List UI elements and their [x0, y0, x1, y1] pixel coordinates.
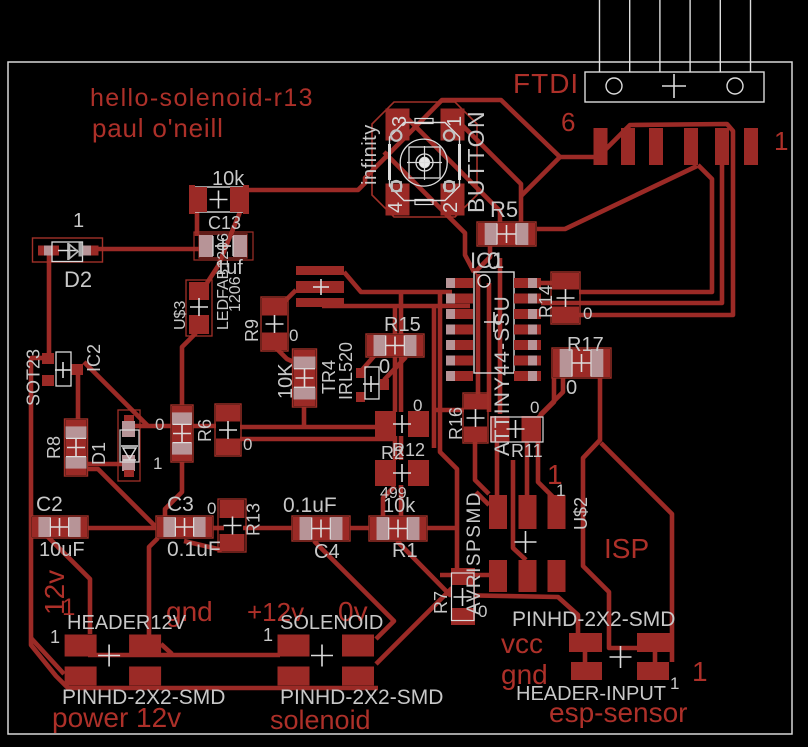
svg-text:paul o'neill: paul o'neill	[92, 113, 224, 143]
svg-text:R15: R15	[384, 314, 421, 336]
svg-text:0.1uF: 0.1uF	[167, 538, 221, 561]
svg-text:1: 1	[153, 454, 162, 473]
svg-text:2: 2	[440, 202, 462, 213]
svg-text:SOT23: SOT23	[24, 349, 44, 406]
svg-text:BUTTON: BUTTON	[463, 110, 489, 213]
svg-text:C4: C4	[314, 541, 340, 563]
svg-text:FTDI: FTDI	[513, 68, 579, 99]
svg-text:10k: 10k	[383, 495, 416, 517]
svg-text:1: 1	[50, 627, 60, 647]
svg-text:SOLENOID: SOLENOID	[280, 612, 383, 634]
svg-text:TR4: TR4	[319, 360, 339, 394]
svg-text:R9: R9	[242, 319, 262, 342]
svg-text:1: 1	[444, 116, 466, 127]
svg-text:0: 0	[155, 415, 164, 434]
svg-text:0v: 0v	[338, 596, 368, 627]
svg-text:R16: R16	[446, 407, 466, 440]
svg-text:R13: R13	[244, 503, 264, 536]
svg-text:R2: R2	[381, 443, 404, 463]
svg-text:0: 0	[413, 396, 422, 415]
svg-text:4: 4	[385, 202, 407, 213]
svg-text:0: 0	[566, 377, 577, 399]
svg-text:1: 1	[263, 625, 273, 645]
svg-text:0: 0	[487, 248, 500, 275]
svg-text:PINHD-2X2-SMD: PINHD-2X2-SMD	[62, 686, 225, 709]
svg-text:1206: 1206	[227, 276, 244, 312]
svg-text:R12: R12	[392, 440, 425, 460]
svg-text:1: 1	[774, 126, 788, 156]
svg-text:10k: 10k	[212, 168, 245, 190]
svg-text:1uf: 1uf	[215, 257, 243, 279]
svg-text:1: 1	[73, 210, 84, 232]
svg-text:0: 0	[379, 356, 390, 378]
svg-text:1: 1	[62, 594, 75, 621]
svg-text:10uF: 10uF	[39, 539, 85, 561]
svg-text:6: 6	[561, 107, 575, 137]
svg-text:12v: 12v	[39, 570, 70, 615]
svg-text:10K: 10K	[275, 363, 297, 399]
svg-text:AVRISPSMD: AVRISPSMD	[464, 491, 485, 615]
svg-text:3: 3	[389, 116, 411, 127]
svg-text:C2: C2	[36, 493, 63, 516]
svg-text:HEADER12V: HEADER12V	[67, 612, 187, 634]
svg-text:1: 1	[670, 674, 679, 693]
svg-text:1: 1	[547, 459, 563, 490]
svg-text:D2: D2	[64, 267, 92, 292]
svg-text:D1: D1	[89, 442, 109, 465]
svg-text:R8: R8	[44, 436, 64, 459]
svg-text:vcc: vcc	[501, 628, 543, 659]
svg-text:HEADER-INPUT: HEADER-INPUT	[516, 683, 666, 705]
svg-text:IC1: IC1	[470, 248, 504, 273]
svg-text:LEDFAB1206: LEDFAB1206	[215, 233, 232, 330]
svg-text:0: 0	[478, 602, 487, 621]
svg-text:IRL520: IRL520	[336, 342, 356, 400]
svg-text:0.1uF: 0.1uF	[283, 494, 337, 517]
svg-text:0: 0	[207, 499, 216, 518]
svg-text:ISP: ISP	[604, 533, 649, 564]
svg-text:gnd: gnd	[166, 596, 213, 627]
svg-text:R7: R7	[431, 591, 451, 614]
svg-text:U$2: U$2	[571, 497, 591, 530]
svg-text:1: 1	[692, 656, 708, 687]
svg-text:+12v: +12v	[247, 597, 304, 627]
svg-text:PINHD-2X2-SMD: PINHD-2X2-SMD	[512, 608, 675, 631]
svg-text:gnd: gnd	[501, 659, 548, 690]
svg-text:0: 0	[243, 435, 252, 454]
svg-text:R17: R17	[567, 334, 604, 356]
svg-text:U$3: U$3	[172, 301, 189, 330]
svg-text:power 12v: power 12v	[52, 702, 181, 733]
svg-text:IC2: IC2	[84, 344, 104, 372]
svg-text:PINHD-2X2-SMD: PINHD-2X2-SMD	[280, 686, 443, 709]
svg-text:0: 0	[289, 326, 298, 345]
svg-text:0: 0	[583, 304, 592, 323]
svg-text:R11: R11	[511, 441, 543, 461]
svg-text:R1: R1	[392, 540, 418, 562]
svg-text:solenoid: solenoid	[270, 705, 371, 735]
svg-text:R6: R6	[195, 419, 215, 442]
svg-text:C3: C3	[167, 493, 194, 516]
svg-text:hello-solenoid-r13: hello-solenoid-r13	[90, 84, 314, 112]
svg-text:1: 1	[556, 481, 565, 500]
svg-text:499: 499	[380, 485, 407, 502]
svg-text:esp-sensor: esp-sensor	[549, 697, 688, 728]
svg-text:0: 0	[530, 398, 539, 417]
svg-text:C13: C13	[208, 213, 241, 233]
svg-text:R5: R5	[490, 197, 518, 222]
svg-text:R14: R14	[536, 285, 556, 318]
svg-text:infinity: infinity	[359, 124, 381, 185]
svg-text:ATTINY44-SSU: ATTINY44-SSU	[491, 295, 514, 456]
